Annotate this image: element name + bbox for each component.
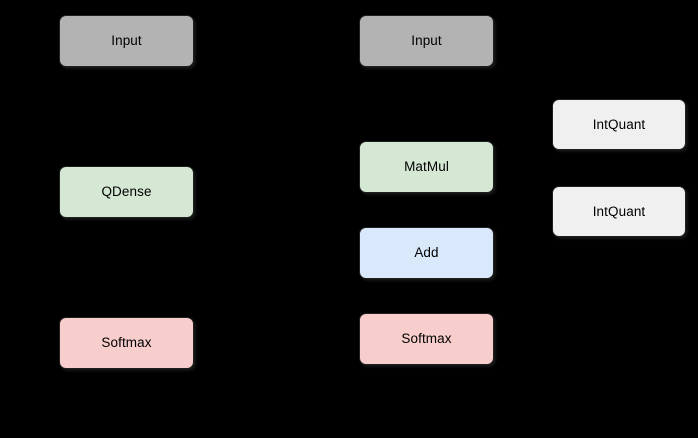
node-mid-matmul[interactable]: MatMul [359,141,494,193]
node-label: IntQuant [592,203,646,219]
node-label: Softmax [401,331,452,347]
node-label: Input [111,33,142,49]
node-label: Softmax [101,335,152,351]
node-right-intquant-1[interactable]: IntQuant [552,99,686,150]
node-right-intquant-2[interactable]: IntQuant [552,186,686,237]
node-mid-input[interactable]: Input [359,15,494,67]
node-left-softmax[interactable]: Softmax [59,317,194,369]
node-left-input[interactable]: Input [59,15,194,67]
node-label: MatMul [404,159,449,175]
node-mid-add[interactable]: Add [359,227,494,279]
node-label: Add [414,245,439,261]
node-left-qdense[interactable]: QDense [59,166,194,218]
node-mid-softmax[interactable]: Softmax [359,313,494,365]
node-label: Input [411,33,442,49]
node-label: QDense [101,184,152,200]
node-label: IntQuant [592,116,646,132]
